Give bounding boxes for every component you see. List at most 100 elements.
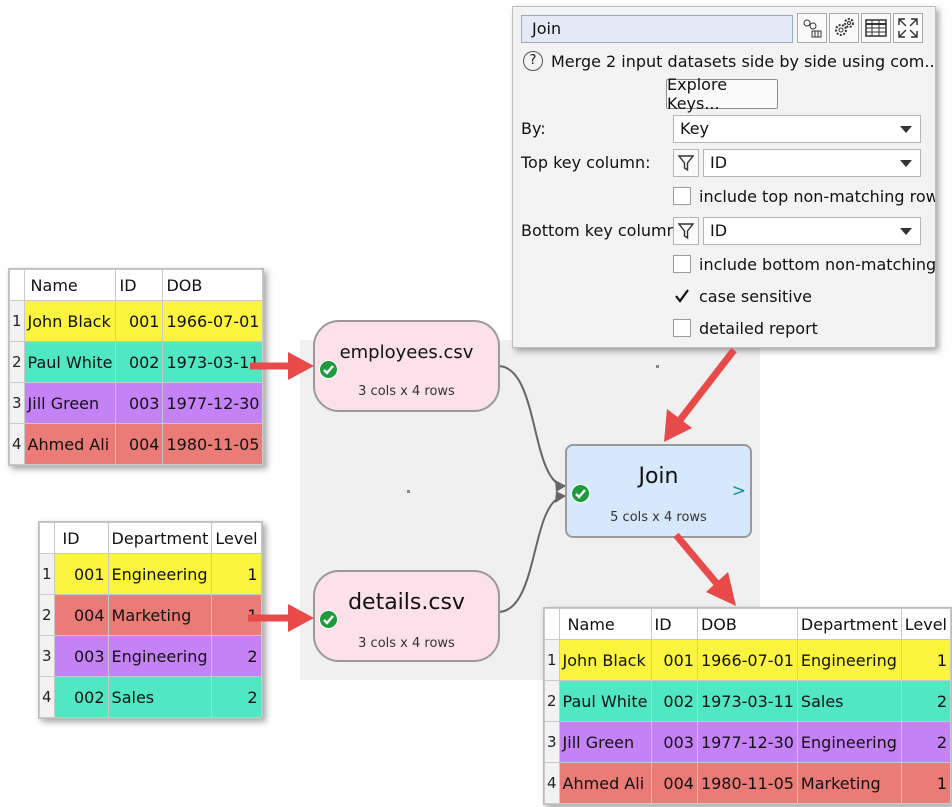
checkmark-icon (675, 289, 689, 303)
connection-employees-join (497, 365, 567, 487)
employees-table: Name ID DOB 1 John Black 001 1966-07-01 … (8, 268, 265, 466)
connection-arrowhead (555, 491, 566, 503)
row-number: 1 (9, 300, 25, 342)
case-sensitive-checkbox[interactable] (673, 287, 691, 305)
table-row: 1 John Black 001 1966-07-01 Engineering … (544, 639, 952, 681)
row-number: 2 (544, 680, 560, 722)
column-header[interactable]: Name (558, 608, 652, 640)
node-title: Join (638, 464, 679, 489)
output-port-icon[interactable]: > (731, 481, 746, 501)
column-header[interactable]: DOB (162, 269, 264, 301)
connection-arrowhead (555, 480, 566, 492)
table-row: 4 Ahmed Ali 004 1980-11-05 (9, 423, 264, 465)
row-number: 4 (39, 676, 55, 718)
table-row: 3 Jill Green 003 1977-12-30 (9, 382, 264, 424)
join-node[interactable]: Join 5 cols x 4 rows > (565, 444, 752, 538)
cell-name: John Black (558, 639, 652, 681)
table-row: 1 001 Engineering 1 (39, 553, 262, 595)
column-header[interactable]: ID (650, 608, 698, 640)
filter-icon[interactable] (673, 217, 699, 245)
gears-icon[interactable] (829, 13, 859, 43)
column-header[interactable]: Name (23, 269, 117, 301)
include-top-checkbox[interactable] (673, 187, 691, 205)
cell-id: 004 (115, 423, 164, 465)
table-row: 2 Paul White 002 1973-03-11 (9, 341, 264, 383)
red-arrow-panel-to-join (664, 347, 737, 442)
cell-level: 2 (900, 680, 952, 722)
help-icon[interactable]: ? (523, 51, 543, 71)
bottom-key-select[interactable]: ID (703, 217, 921, 245)
employees-csv-node[interactable]: employees.csv 3 cols x 4 rows (313, 320, 500, 412)
table-row: 4 Ahmed Ali 004 1980-11-05 Marketing 1 (544, 762, 952, 804)
canvas-grid-dot (656, 365, 659, 368)
cell-dob: 1980-11-05 (162, 423, 264, 465)
node-graph-icon[interactable] (797, 13, 827, 43)
bottom-key-label: Bottom key column: (521, 221, 683, 240)
status-ok-icon (571, 484, 590, 503)
node-title: details.csv (348, 590, 465, 615)
node-subtitle: 3 cols x 4 rows (358, 384, 455, 399)
red-arrow-employees (250, 352, 314, 380)
row-number: 3 (39, 635, 55, 677)
cell-department: Marketing (796, 762, 902, 804)
by-select-value: Key (680, 119, 710, 138)
cell-dob: 1966-07-01 (696, 639, 798, 681)
cell-department: Engineering (796, 721, 902, 763)
column-header[interactable]: ID (115, 269, 164, 301)
cell-department: Engineering (796, 639, 902, 681)
cell-id: 003 (53, 635, 109, 677)
row-number: 3 (9, 382, 25, 424)
column-header[interactable]: Department (107, 522, 213, 554)
detailed-report-label: detailed report (699, 319, 818, 338)
cell-department: Marketing (107, 594, 213, 636)
by-select[interactable]: Key (673, 115, 921, 143)
cell-id: 002 (53, 676, 109, 718)
connection-details-join (497, 495, 567, 613)
details-table: ID Department Level 1 001 Engineering 1 … (38, 521, 263, 719)
node-name-field[interactable]: Join (521, 15, 793, 43)
cell-department: Sales (796, 680, 902, 722)
table-row: 1 John Black 001 1966-07-01 (9, 300, 264, 342)
cell-id: 003 (115, 382, 164, 424)
top-key-select[interactable]: ID (703, 149, 921, 177)
canvas-grid-dot (407, 490, 410, 493)
table-icon[interactable] (861, 13, 891, 43)
cell-dob: 1980-11-05 (696, 762, 798, 804)
cell-id: 004 (650, 762, 698, 804)
result-table: Name ID DOB Department Level 1 John Blac… (543, 607, 952, 805)
status-ok-icon (319, 360, 338, 379)
explore-keys-button[interactable]: Explore Keys... (666, 75, 778, 113)
table-row: 4 002 Sales 2 (39, 676, 262, 718)
chevron-down-icon (900, 126, 912, 133)
include-bottom-checkbox[interactable] (673, 255, 691, 273)
top-key-value: ID (710, 153, 728, 172)
cell-level: 1 (211, 553, 262, 595)
row-number: 2 (9, 341, 25, 383)
node-title: employees.csv (339, 342, 474, 363)
cell-level: 1 (900, 762, 952, 804)
cell-name: John Black (23, 300, 117, 342)
filter-icon[interactable] (673, 149, 699, 177)
include-bottom-label: include bottom non-matching (699, 255, 936, 274)
cell-name: Jill Green (558, 721, 652, 763)
column-header[interactable]: Level (900, 608, 952, 640)
detailed-report-checkbox[interactable] (673, 319, 691, 337)
cell-id: 002 (650, 680, 698, 722)
column-header[interactable]: Level (211, 522, 262, 554)
cell-level: 1 (900, 639, 952, 681)
expand-icon[interactable] (893, 13, 923, 43)
details-csv-node[interactable]: details.csv 3 cols x 4 rows (313, 570, 500, 662)
node-subtitle: 3 cols x 4 rows (358, 636, 455, 651)
join-settings-panel: Join ? Merge 2 input datasets side by si… (512, 6, 936, 348)
cell-dob: 1973-03-11 (696, 680, 798, 722)
cell-id: 002 (115, 341, 164, 383)
column-header[interactable]: ID (53, 522, 109, 554)
cell-level: 2 (211, 676, 262, 718)
cell-id: 001 (115, 300, 164, 342)
row-number: 1 (544, 639, 560, 681)
cell-dob: 1973-03-11 (162, 341, 264, 383)
chevron-down-icon (900, 228, 912, 235)
cell-id: 003 (650, 721, 698, 763)
